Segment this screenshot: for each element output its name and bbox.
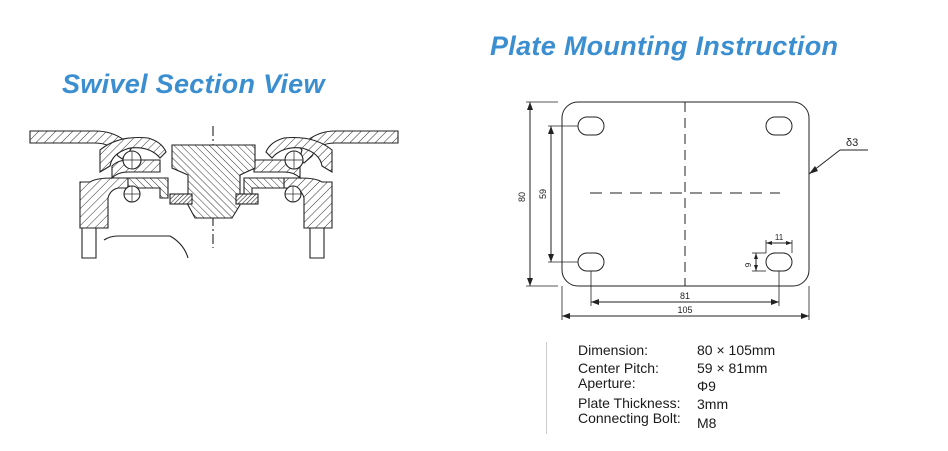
slot-top-left	[577, 116, 605, 136]
washer-right	[235, 193, 259, 205]
dim-pitch-y-label: 59	[538, 189, 548, 199]
swivel-section-title: Swivel Section View	[62, 69, 325, 99]
plate-outline	[561, 101, 810, 287]
spec-label-connecting-bolt: Connecting Bolt:	[578, 410, 681, 426]
slot-bottom-right	[765, 252, 793, 272]
spec-label-aperture: Aperture:	[578, 375, 636, 391]
outer-raceway-right	[265, 136, 333, 173]
spec-value-connecting-bolt: M8	[697, 415, 717, 431]
dim-slot-w-label: 11	[775, 233, 784, 242]
outer-raceway-left	[99, 136, 167, 173]
plate-mounting-title: Plate Mounting Instruction	[490, 31, 839, 61]
dim-slot-h-label: 9	[744, 262, 753, 267]
fork-leg-left	[81, 228, 97, 259]
thickness-label: δ3	[846, 137, 858, 149]
washer-left	[169, 193, 193, 205]
dim-height-label: 80	[517, 192, 527, 202]
fork-leg-right	[309, 228, 325, 259]
spec-value-aperture: Φ9	[697, 378, 716, 394]
spec-label-center-pitch: Center Pitch:	[578, 360, 659, 376]
spec-label-dimension: Dimension:	[578, 342, 649, 358]
housing-left	[79, 177, 129, 229]
spec-divider	[546, 342, 547, 434]
slot-top-right	[765, 116, 793, 136]
swivel-section-drawing	[29, 126, 399, 259]
wheel-profile	[103, 235, 189, 259]
slot-bottom-left	[577, 252, 605, 272]
dim-pitch-x-label: 81	[680, 291, 690, 301]
spec-label-plate-thickness: Plate Thickness:	[578, 395, 681, 411]
housing-right	[283, 177, 333, 229]
dim-width-label: 105	[677, 305, 692, 315]
spec-value-plate-thickness: 3mm	[697, 396, 729, 412]
spec-value-center-pitch: 59 × 81mm	[697, 360, 768, 376]
spec-value-dimension: 80 × 105mm	[697, 342, 776, 358]
kingpin	[171, 144, 256, 219]
plate-drawing	[526, 101, 868, 320]
